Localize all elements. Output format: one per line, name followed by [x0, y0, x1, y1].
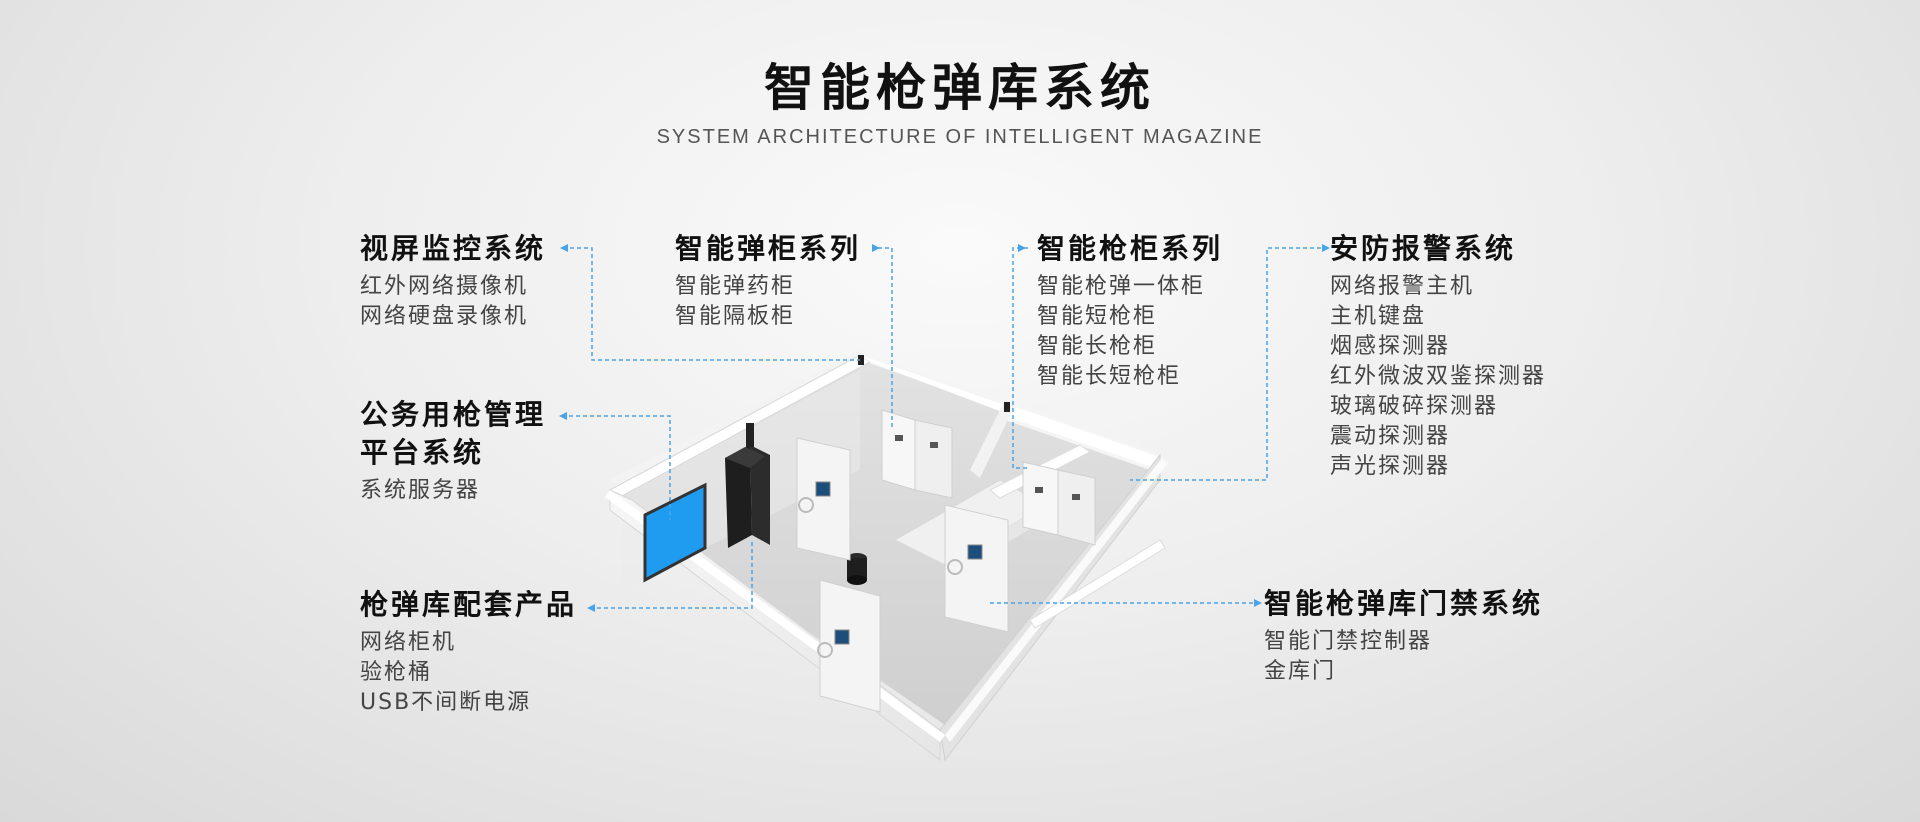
list-item: 网络硬盘录像机	[360, 304, 529, 329]
list-item: 智能长短枪柜	[1037, 364, 1182, 389]
connector-lines	[562, 247, 1328, 609]
camera-icon	[858, 355, 864, 365]
group-title: 视屏监控系统	[360, 232, 547, 265]
display-screen	[643, 482, 707, 583]
list-item: 智能弹药柜	[675, 274, 796, 299]
group-title: 安防报警系统	[1330, 232, 1517, 265]
group-title: 智能枪柜系列	[1037, 232, 1224, 265]
list-item: 红外网络摄像机	[360, 274, 529, 299]
camera-icon	[1004, 402, 1010, 412]
group-accessories: 枪弹库配套产品 网络柜机 验枪桶 USB不间断电源	[360, 586, 577, 718]
group-title-line-1: 公务用枪管理	[360, 398, 547, 431]
ammo-cabinets	[881, 409, 953, 499]
group-title: 智能弹柜系列	[675, 232, 862, 265]
connector-platform	[562, 415, 671, 520]
list-item: 主机键盘	[1330, 304, 1427, 329]
list-item: 烟感探测器	[1330, 334, 1451, 359]
list-item: 验枪桶	[360, 660, 433, 685]
connector-arrows	[559, 244, 1330, 612]
server-cabinet	[725, 445, 752, 548]
group-title: 智能枪弹库门禁系统	[1264, 587, 1544, 620]
group-gun-cabinet: 智能枪柜系列 智能枪弹一体柜 智能短枪柜 智能长枪柜 智能长短枪柜	[1037, 230, 1223, 392]
header: 智能枪弹库系统 SYSTEM ARCHITECTURE OF INTELLIGE…	[0, 58, 1920, 149]
list-item: 玻璃破碎探测器	[1330, 394, 1499, 419]
list-item: 网络报警主机	[1330, 274, 1475, 299]
group-access-control: 智能枪弹库门禁系统 智能门禁控制器 金库门	[1264, 585, 1543, 687]
connector-accessories	[590, 540, 753, 609]
connector-alarm	[1130, 247, 1328, 481]
access-door-1	[796, 437, 851, 561]
list-item: 震动探测器	[1330, 424, 1451, 449]
connector-video	[563, 247, 860, 361]
list-item: 网络柜机	[360, 630, 457, 655]
group-security-alarm: 安防报警系统 网络报警主机 主机键盘 烟感探测器 红外微波双鉴探测器 玻璃破碎探…	[1330, 230, 1546, 482]
list-item: 系统服务器	[360, 478, 481, 503]
list-item: 声光探测器	[1330, 454, 1451, 479]
group-title: 枪弹库配套产品	[360, 588, 578, 621]
access-door-3	[817, 579, 881, 713]
list-item: 红外微波双鉴探测器	[1330, 364, 1547, 389]
gun-cabinets	[1022, 461, 1096, 546]
group-video-surveillance: 视屏监控系统 红外网络摄像机 网络硬盘录像机	[360, 230, 546, 332]
list-item: 智能枪弹一体柜	[1037, 274, 1206, 299]
list-item: 智能隔板柜	[675, 304, 796, 329]
group-title-line-2: 平台系统	[360, 436, 485, 469]
connector-ammo-cabinet	[878, 247, 893, 430]
list-item: 金库门	[1264, 659, 1337, 684]
page-subtitle: SYSTEM ARCHITECTURE OF INTELLIGENT MAGAZ…	[656, 126, 1264, 148]
room-model	[605, 350, 1168, 762]
list-item: 智能门禁控制器	[1264, 629, 1433, 654]
group-platform: 公务用枪管理 平台系统 系统服务器	[360, 396, 546, 506]
list-item: 智能长枪柜	[1037, 334, 1158, 359]
page-title: 智能枪弹库系统	[764, 59, 1156, 117]
group-ammo-cabinet: 智能弹柜系列 智能弹药柜 智能隔板柜	[675, 230, 861, 332]
list-item: 智能短枪柜	[1037, 304, 1158, 329]
access-door-2	[944, 504, 1009, 633]
list-item: USB不间断电源	[360, 690, 532, 715]
